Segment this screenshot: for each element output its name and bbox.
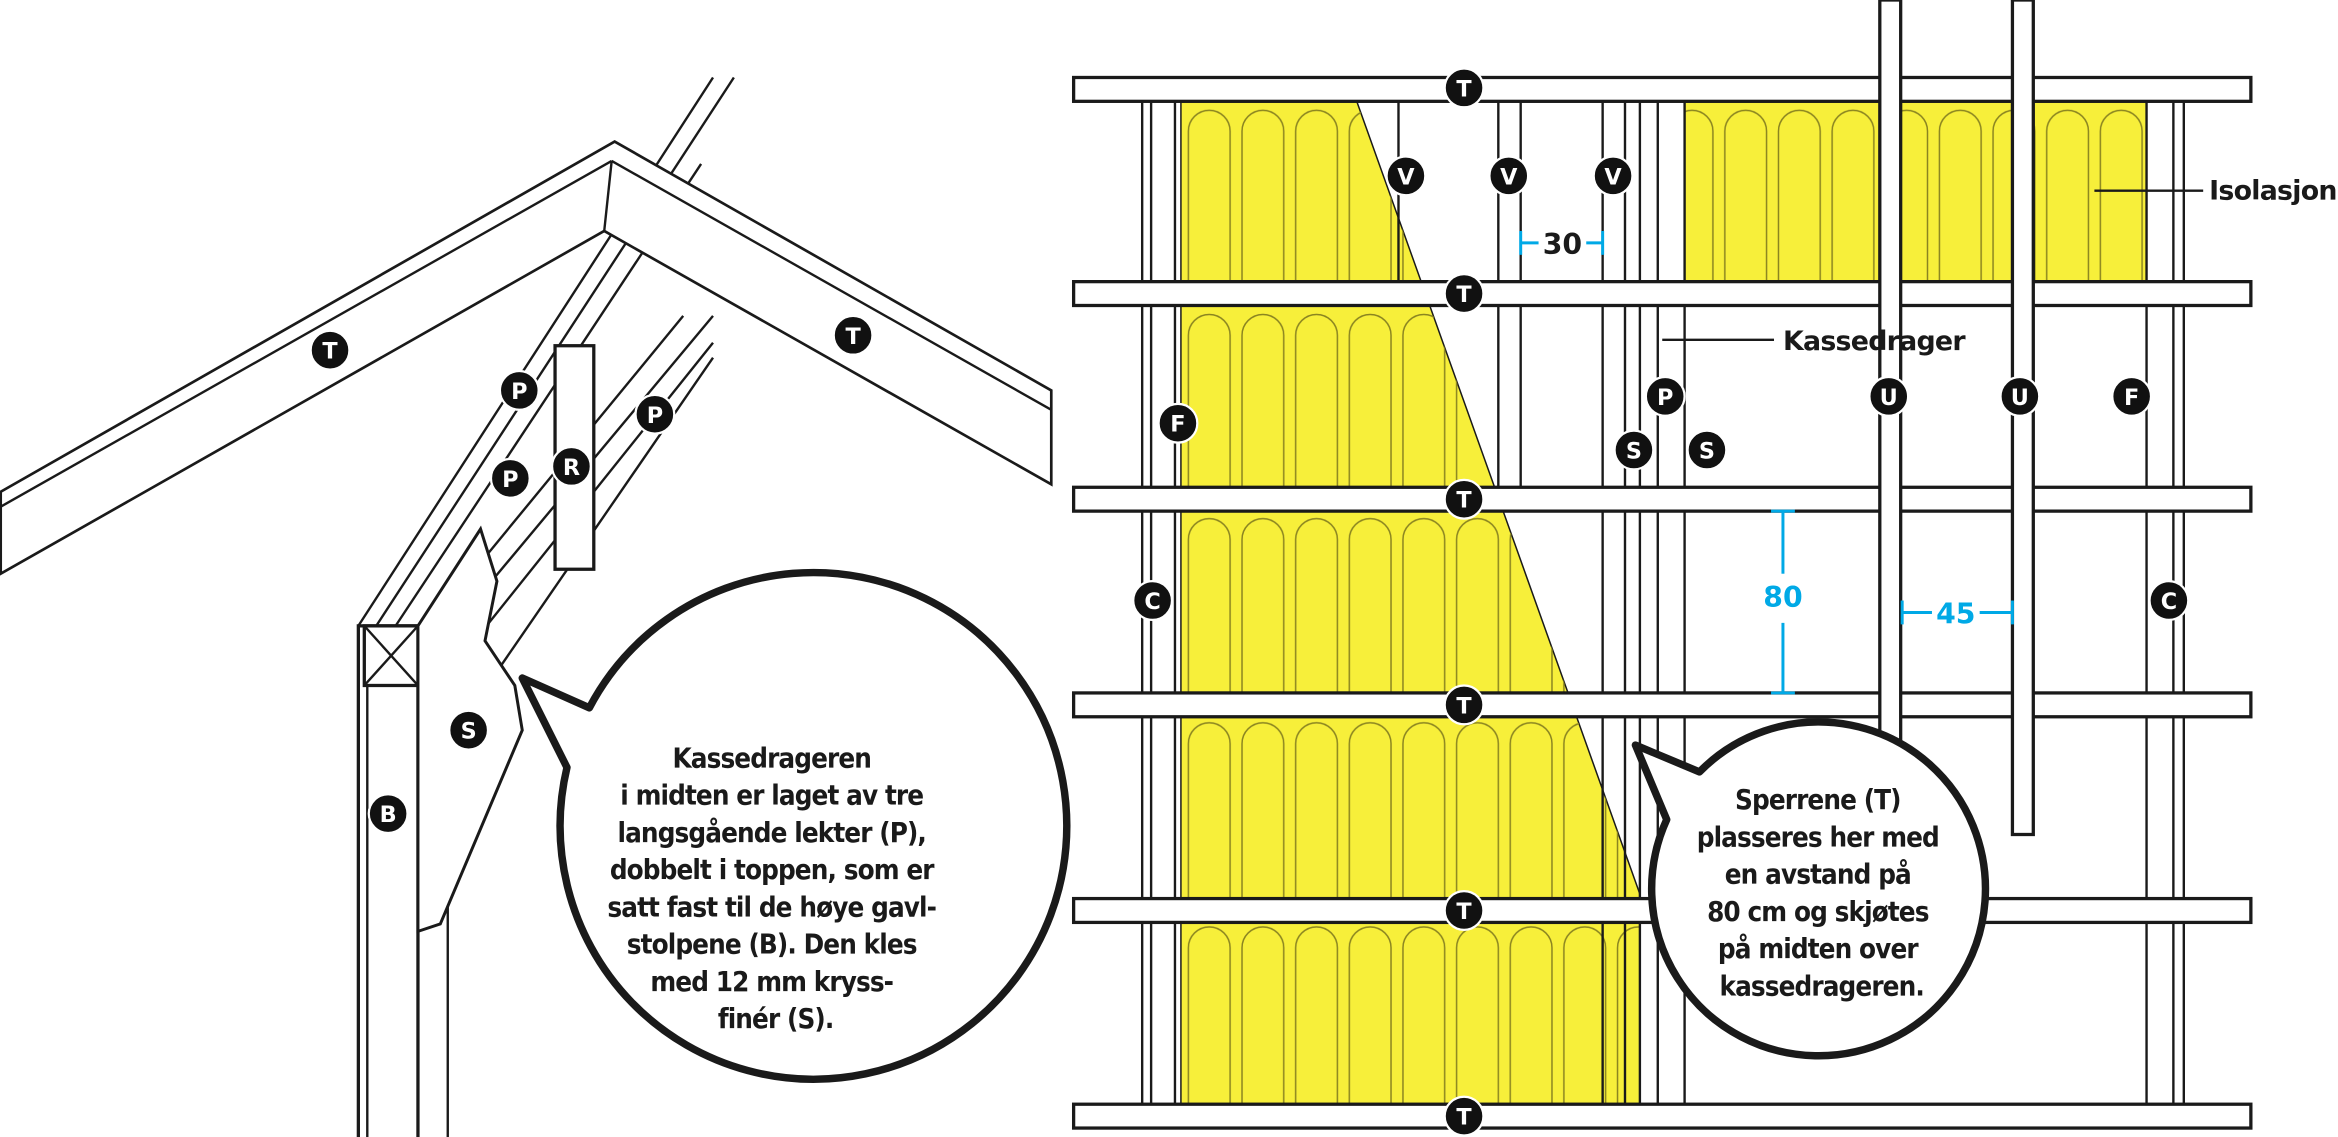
marker-t: T <box>1443 273 1485 315</box>
dimension-45: 45 <box>1936 597 1975 630</box>
bubble-line: en avstand på <box>1725 858 1911 891</box>
bubble-text-left: Kassedrageren i midten er laget av tre l… <box>607 742 943 1035</box>
bubble-line: med 12 mm kryss- <box>650 966 893 998</box>
svg-text:C: C <box>1144 589 1160 615</box>
bubble-line: i midten er laget av tre <box>620 780 923 812</box>
bubble-line: Kassedrageren <box>672 742 871 774</box>
svg-text:S: S <box>1626 439 1642 465</box>
svg-text:T: T <box>1456 1105 1472 1131</box>
svg-text:T: T <box>1456 76 1472 102</box>
marker-b: B <box>367 793 409 835</box>
bubble-line: langsgående lekter (P), <box>618 816 926 849</box>
marker-p: P <box>498 369 540 411</box>
rafters-plan <box>1071 75 2253 1130</box>
gable-detail-drawing: Kassedrageren i midten er laget av tre l… <box>0 76 1071 1137</box>
marker-p: P <box>1644 375 1686 417</box>
marker-c: C <box>1132 580 1174 622</box>
svg-text:T: T <box>1456 693 1472 719</box>
bubble-line: finér (S). <box>718 1003 834 1035</box>
rafters <box>0 140 1053 576</box>
marker-v: V <box>1488 155 1530 197</box>
marker-f: F <box>1157 402 1199 444</box>
svg-text:U: U <box>2011 385 2029 411</box>
svg-text:T: T <box>1456 899 1472 925</box>
bubble-line: plasseres her med <box>1697 821 1939 853</box>
right-markers: T T T T T T V V V F F P S S U U C C <box>1132 67 2190 1137</box>
svg-text:P: P <box>511 379 527 405</box>
svg-text:V: V <box>1604 164 1622 190</box>
svg-text:R: R <box>563 455 580 481</box>
marker-t: T <box>1443 1095 1485 1137</box>
bubble-line: på midten over <box>1718 932 1919 965</box>
left-markers: T T P P P R S B <box>309 314 874 835</box>
bubble-line: Sperrene (T) <box>1735 784 1901 816</box>
svg-text:T: T <box>322 339 338 365</box>
marker-t: T <box>1443 67 1485 109</box>
marker-c: C <box>2148 580 2190 622</box>
dimension-80: 80 <box>1763 581 1802 614</box>
bubble-line: satt fast til de høye gavl- <box>607 891 936 923</box>
speech-bubble-right <box>1631 718 1990 1060</box>
marker-f: F <box>2111 375 2153 417</box>
marker-u: U <box>1999 375 2041 417</box>
svg-text:B: B <box>380 802 397 828</box>
marker-u: U <box>1868 375 1910 417</box>
marker-t: T <box>1443 890 1485 931</box>
marker-s: S <box>1686 429 1728 471</box>
svg-text:T: T <box>845 324 861 350</box>
callout-insulation: Isolasjon <box>2209 176 2337 207</box>
svg-text:T: T <box>1456 282 1472 308</box>
marker-p: P <box>634 393 676 435</box>
upper-rafter-2 <box>2010 0 2035 837</box>
marker-s: S <box>1613 429 1655 471</box>
dimension-lines <box>1519 230 2014 695</box>
marker-p: P <box>489 457 531 499</box>
svg-text:V: V <box>1397 164 1415 190</box>
marker-v: V <box>1592 155 1634 197</box>
callout-box-beam: Kassedrager <box>1783 326 1966 357</box>
roof-plan-drawing: 30 80 45 Isolasjon Kassedrager Sperrene … <box>1071 0 2337 1137</box>
svg-text:V: V <box>1500 164 1518 190</box>
bubble-line: stolpene (B). Den kles <box>627 929 917 961</box>
svg-text:P: P <box>647 403 663 429</box>
marker-t: T <box>309 329 351 371</box>
svg-text:F: F <box>1170 412 1185 438</box>
svg-text:P: P <box>1657 385 1673 411</box>
marker-s: S <box>448 709 490 751</box>
svg-text:F: F <box>2124 385 2139 411</box>
marker-t: T <box>832 314 874 356</box>
svg-text:P: P <box>502 467 518 493</box>
svg-text:T: T <box>1456 488 1472 514</box>
svg-text:S: S <box>1699 439 1715 465</box>
bubble-line: dobbelt i toppen, som er <box>610 854 935 886</box>
bubble-line: kassedrageren. <box>1720 970 1924 1002</box>
longitudinal-battens <box>357 76 735 679</box>
marker-r: R <box>550 445 592 487</box>
svg-text:U: U <box>1880 385 1898 411</box>
svg-text:C: C <box>2161 589 2177 615</box>
marker-t: T <box>1443 684 1485 726</box>
marker-t: T <box>1443 478 1485 520</box>
marker-v: V <box>1385 155 1427 197</box>
svg-text:S: S <box>461 719 477 745</box>
dimension-30: 30 <box>1543 228 1582 261</box>
bubble-line: 80 cm og skjøtes <box>1707 896 1929 928</box>
speech-bubble-left <box>518 568 1071 1083</box>
bubble-text-right: Sperrene (T) plasseres her med en avstan… <box>1697 784 1947 1002</box>
